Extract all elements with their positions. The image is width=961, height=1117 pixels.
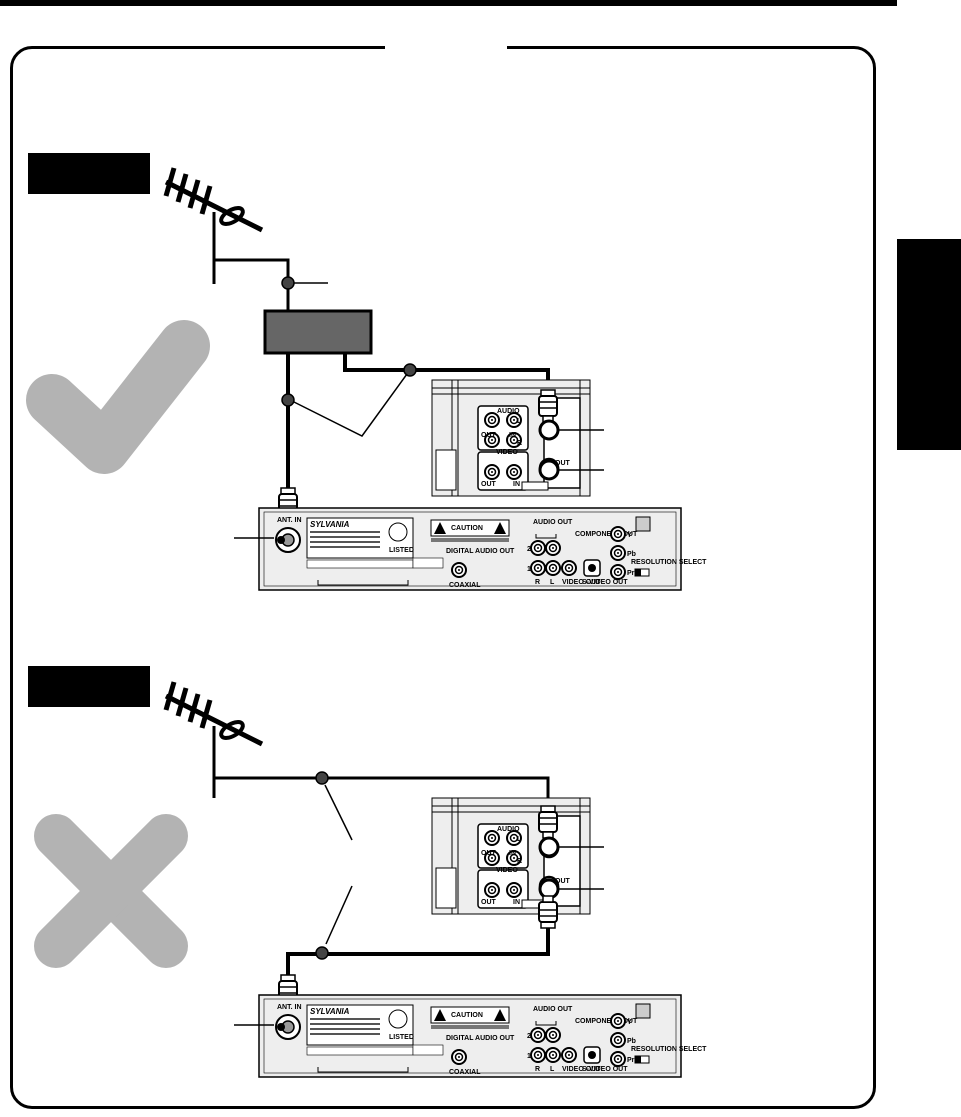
svg-text:COMPONENT OUT: COMPONENT OUT bbox=[575, 1018, 638, 1025]
tv-in-label: IN bbox=[509, 432, 516, 439]
svg-text:R: R bbox=[535, 1066, 540, 1073]
svg-text:RESOLUTION SELECT: RESOLUTION SELECT bbox=[631, 1046, 707, 1053]
tv-video-in-label: IN bbox=[513, 481, 520, 488]
svg-text:DIGITAL AUDIO OUT: DIGITAL AUDIO OUT bbox=[446, 1035, 515, 1042]
svg-text:L: L bbox=[550, 579, 555, 586]
cross-mark-icon bbox=[34, 814, 188, 968]
svg-text:1: 1 bbox=[527, 1053, 531, 1060]
tv-audio-label: AUDIO bbox=[497, 408, 520, 415]
svg-text:DIGITAL AUDIO OUT: DIGITAL AUDIO OUT bbox=[446, 548, 515, 555]
frame-title-gap bbox=[385, 40, 507, 54]
svg-text:SYLVANIA: SYLVANIA bbox=[310, 1007, 350, 1016]
antenna-icon bbox=[166, 682, 262, 798]
dvd-back-panel: ANT. IN SYLVANIA LISTED CAUTION DIGITAL … bbox=[258, 507, 707, 591]
svg-text:OUT: OUT bbox=[481, 850, 497, 857]
svg-text:AUDIO: AUDIO bbox=[497, 826, 520, 833]
svg-text:AUDIO OUT: AUDIO OUT bbox=[533, 519, 573, 526]
tv-l-label: L bbox=[517, 418, 522, 425]
tv-video-out-label: OUT bbox=[481, 481, 497, 488]
svg-text:1: 1 bbox=[527, 566, 531, 573]
svg-text:RESOLUTION SELECT: RESOLUTION SELECT bbox=[631, 559, 707, 566]
svg-text:VIDEO OUT: VIDEO OUT bbox=[562, 1066, 601, 1073]
tv-out-label: OUT bbox=[481, 432, 497, 439]
case-label-correct bbox=[28, 153, 150, 194]
svg-text:IN: IN bbox=[509, 850, 516, 857]
tv-r-label: R bbox=[517, 440, 522, 447]
svg-text:SYLVANIA: SYLVANIA bbox=[310, 520, 350, 529]
svg-text:CAUTION: CAUTION bbox=[451, 1012, 483, 1019]
svg-text:S-VIDEO OUT: S-VIDEO OUT bbox=[582, 1066, 628, 1073]
svg-text:L: L bbox=[550, 1066, 555, 1073]
svg-text:OUT: OUT bbox=[555, 878, 571, 885]
svg-text:R: R bbox=[517, 858, 522, 865]
svg-text:VIDEO: VIDEO bbox=[496, 867, 518, 874]
svg-text:COMPONENT OUT: COMPONENT OUT bbox=[575, 531, 638, 538]
svg-text:Pb: Pb bbox=[627, 551, 636, 558]
svg-text:2: 2 bbox=[527, 1033, 531, 1040]
top-rule bbox=[0, 0, 897, 6]
svg-text:ANT. IN: ANT. IN bbox=[277, 1004, 302, 1011]
section-tab bbox=[897, 239, 961, 450]
svg-text:AUDIO OUT: AUDIO OUT bbox=[533, 1006, 573, 1013]
svg-text:Pr: Pr bbox=[627, 570, 635, 577]
svg-text:L: L bbox=[517, 836, 522, 843]
svg-text:R: R bbox=[535, 579, 540, 586]
svg-text:ANT. IN: ANT. IN bbox=[277, 517, 302, 524]
svg-text:VIDEO OUT: VIDEO OUT bbox=[562, 579, 601, 586]
case-label-incorrect bbox=[28, 666, 150, 707]
svg-text:Pr: Pr bbox=[627, 1057, 635, 1064]
svg-text:LISTED: LISTED bbox=[389, 547, 414, 554]
svg-text:Y: Y bbox=[627, 532, 632, 539]
svg-text:LISTED: LISTED bbox=[389, 1034, 414, 1041]
svg-text:2: 2 bbox=[527, 546, 531, 553]
check-mark-icon bbox=[26, 320, 210, 474]
svg-text:Pb: Pb bbox=[627, 1038, 636, 1045]
svg-text:S-VIDEO OUT: S-VIDEO OUT bbox=[582, 579, 628, 586]
dvd-back-panel: ANT. IN SYLVANIA LISTED CAUTION DIGITAL … bbox=[258, 994, 707, 1078]
svg-text:IN: IN bbox=[513, 899, 520, 906]
svg-text:COAXIAL: COAXIAL bbox=[449, 1069, 481, 1076]
splitter-box bbox=[263, 309, 373, 355]
svg-text:COAXIAL: COAXIAL bbox=[449, 582, 481, 589]
tv-video-label: VIDEO bbox=[496, 449, 518, 456]
tv-out-label-2: OUT bbox=[555, 460, 571, 467]
svg-text:OUT: OUT bbox=[481, 899, 497, 906]
svg-text:Y: Y bbox=[627, 1019, 632, 1026]
svg-text:CAUTION: CAUTION bbox=[451, 525, 483, 532]
